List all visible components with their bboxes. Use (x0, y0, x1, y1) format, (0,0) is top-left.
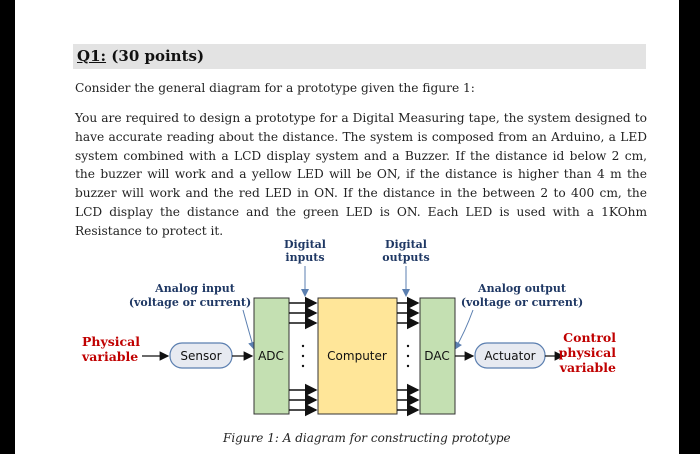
analog-input-label-1: Analog input (154, 282, 236, 295)
physical-variable-label-2: variable (81, 349, 138, 364)
figure-caption: Figure 1: A diagram for constructing pro… (223, 431, 511, 445)
analog-output-label-2: (voltage or current) (461, 296, 583, 309)
prototype-diagram: Digital inputs Digital outputs Analog in… (81, 238, 617, 417)
intro-paragraph: Consider the general diagram for a proto… (75, 81, 475, 95)
control-variable-label-3: variable (559, 360, 616, 375)
dac-block (419, 297, 456, 415)
digital-inputs-label-2: inputs (285, 251, 324, 264)
digital-outputs-label-1: Digital (385, 238, 427, 251)
adc-label: ADC (258, 349, 284, 363)
digital-inputs-label-1: Digital (284, 238, 326, 251)
actuator-label: Actuator (484, 349, 535, 363)
computer-block (317, 297, 398, 415)
physical-variable-label-1: Physical (82, 334, 140, 349)
dac-label: DAC (424, 349, 449, 363)
adc-block (253, 297, 290, 415)
analog-input-label-2: (voltage or current) (129, 296, 251, 309)
question-heading: Q1: (30 points) (73, 44, 646, 69)
document-page: Q1: (30 points) Consider the general dia… (15, 0, 679, 454)
body-paragraph: You are required to design a prototype f… (75, 111, 647, 238)
computer-label: Computer (327, 349, 387, 363)
sensor-label: Sensor (180, 349, 221, 363)
digital-outputs-label-2: outputs (382, 251, 429, 264)
question-number: Q1: (77, 47, 107, 65)
analog-output-label-1: Analog output (477, 282, 567, 295)
question-points: (30 points) (111, 47, 205, 65)
control-variable-label-1: Control (563, 330, 616, 345)
control-variable-label-2: physical (559, 345, 617, 360)
